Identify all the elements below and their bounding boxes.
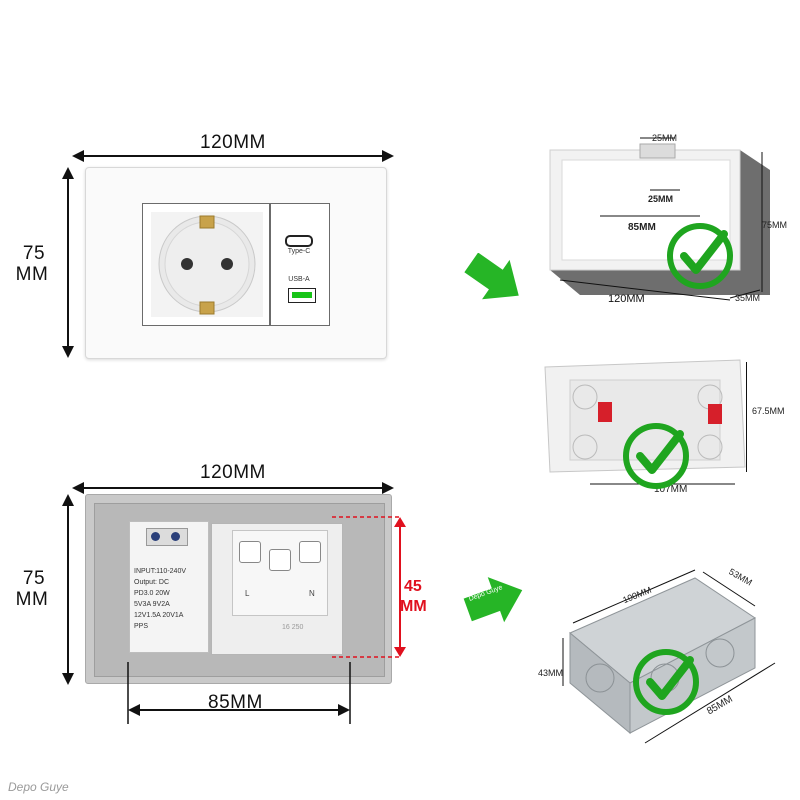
inner-height-number: 45 <box>404 578 422 595</box>
front-wall-plate: Type-C USB-A <box>85 167 387 359</box>
usba-label: USB-A <box>288 276 310 283</box>
typec-label: Type-C <box>287 248 311 255</box>
box1-inner-length: 85MM <box>628 222 656 233</box>
front-width-arrow <box>72 150 394 162</box>
back-height-arrow <box>62 494 74 685</box>
typec-port <box>285 235 313 247</box>
front-height-label-unit: MM <box>15 264 49 285</box>
box2-width: 107MM <box>654 484 688 495</box>
back-height-label-number: 75 <box>22 568 46 589</box>
spec-line-5: 12V1.5A 20V1A <box>134 612 184 619</box>
box2-illustration <box>544 359 746 485</box>
check-icon <box>633 649 699 715</box>
watermark: Depo Guye <box>8 780 69 794</box>
box1-depth: 35MM <box>735 293 761 303</box>
spec-line-6: PPS <box>134 623 149 630</box>
terminal-n-label: N <box>309 589 315 598</box>
inner-width-arrow <box>127 662 351 724</box>
socket-divider <box>269 204 271 325</box>
check-icon <box>623 423 689 489</box>
inner-height-unit: MM <box>400 598 427 615</box>
inner-width-label: 85MM <box>208 692 263 713</box>
box3-height: 43MM <box>538 668 564 678</box>
inner-height-arrow <box>332 516 406 658</box>
box2-height: 67.5MM <box>752 406 785 416</box>
box1-height: 75MM <box>762 220 788 230</box>
front-width-label: 120MM <box>200 132 266 153</box>
socket-rating: 16 250 <box>282 624 304 631</box>
socket-frame: Type-C USB-A <box>142 203 330 326</box>
spec-line-1: INPUT:110-240V <box>134 568 187 575</box>
front-height-arrow <box>62 167 74 358</box>
module-terminal-block <box>146 528 188 546</box>
green-arrow-2 <box>463 577 523 623</box>
box1-illustration <box>549 137 770 301</box>
spec-line-3: PD3.0 20W <box>134 590 170 597</box>
terminal-l-label: L <box>245 589 250 598</box>
back-width-label: 120MM <box>200 462 266 483</box>
box1-inner-width: 25MM <box>648 194 674 204</box>
schuko-socket <box>151 212 263 317</box>
usb-module: INPUT:110-240V Output: DC PD3.0 20W 5V3A… <box>129 521 209 653</box>
box1-top-width: 25MM <box>652 133 678 143</box>
front-height-label-number: 75 <box>22 243 46 264</box>
usba-port <box>288 288 316 303</box>
back-wall-plate: INPUT:110-240V Output: DC PD3.0 20W 5V3A… <box>85 494 392 684</box>
socket-back-housing: L N 16 250 <box>211 523 343 655</box>
check-icon <box>667 223 733 289</box>
socket-terminals: L N <box>232 530 328 616</box>
schuko-socket-face <box>158 215 256 315</box>
back-height-label-unit: MM <box>15 589 49 610</box>
box1-brand: Depo Guye <box>570 136 613 145</box>
module-spec-text: INPUT:110-240V Output: DC PD3.0 20W 5V3A… <box>134 566 206 632</box>
spec-line-4: 5V3A 9V2A <box>134 601 170 608</box>
green-arrow-1 <box>464 253 519 300</box>
back-width-arrow <box>72 482 394 494</box>
box2-height-line <box>746 362 747 472</box>
box1-length: 120MM <box>608 293 645 305</box>
spec-line-2: Output: DC <box>134 579 170 586</box>
